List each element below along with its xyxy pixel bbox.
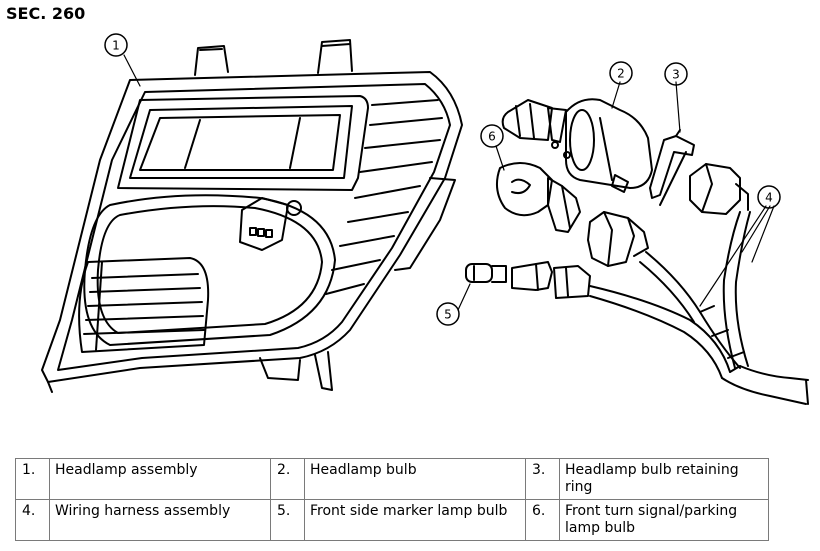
legend-label: Headlamp assembly [49,458,271,500]
svg-text:1: 1 [112,39,120,53]
legend-number: 5. [270,499,305,541]
headlamp-bulb-retaining-ring [649,129,695,206]
legend-number: 2. [270,458,305,500]
legend-number: 6. [525,499,560,541]
headlamp-socket [689,163,749,215]
callout-1: 1 [104,33,128,57]
legend-number: 4. [15,499,50,541]
callout-3: 3 [664,62,688,86]
legend-row: 1. Headlamp assembly 2. Headlamp bulb 3.… [15,458,769,500]
headlamp-exploded-diagram: 1 2 3 4 5 6 [41,33,809,405]
legend-number: 3. [525,458,560,500]
front-side-marker-bulb [465,263,507,283]
legend-label: Front side marker lamp bulb [304,499,526,541]
side-marker-socket [511,261,591,299]
legend-row: 4. Wiring harness assembly 5. Front side… [15,499,769,541]
headlamp-assembly [41,39,463,393]
callout-6: 6 [480,124,504,148]
svg-text:3: 3 [672,68,680,82]
callout-4: 4 [757,185,781,209]
turn-signal-parking-bulb [495,162,581,233]
turn-signal-socket [587,211,649,267]
svg-text:6: 6 [488,130,496,144]
legend-label: Front turn signal/parking lamp bulb [559,499,769,541]
parts-legend-table: 1. Headlamp assembly 2. Headlamp bulb 3.… [15,458,769,541]
svg-text:4: 4 [765,191,773,205]
callout-5: 5 [436,302,460,326]
leader-lines [123,54,775,311]
section-title: SEC. 260 [6,4,86,23]
svg-text:5: 5 [444,308,452,322]
callout-2: 2 [609,61,633,85]
legend-label: Headlamp bulb [304,458,526,500]
headlamp-bulb [501,98,653,193]
wiring-harness-assembly [589,211,809,405]
svg-text:2: 2 [617,67,625,81]
legend-number: 1. [15,458,50,500]
legend-label: Headlamp bulb retaining ring [559,458,769,500]
legend-label: Wiring harness assembly [49,499,271,541]
